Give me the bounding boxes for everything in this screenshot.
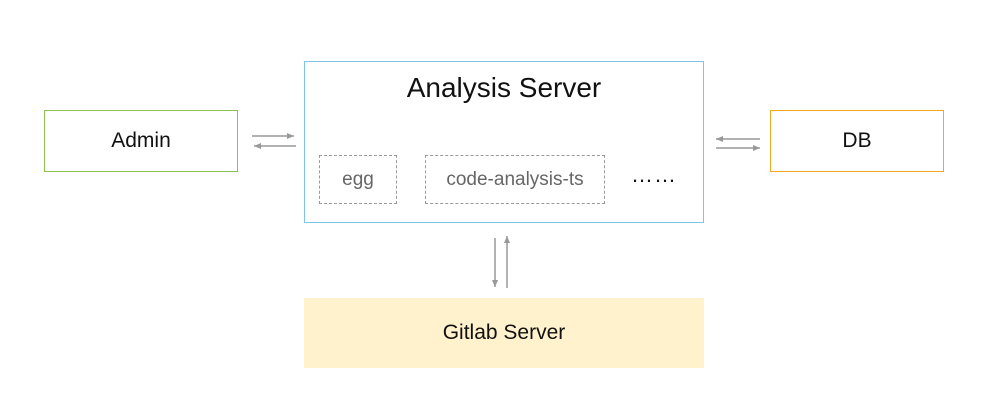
more-modules-ellipsis: …… [631,162,677,187]
module-egg-label: egg [342,168,374,190]
admin-node: Admin [44,110,238,172]
module-code-analysis-ts: code-analysis-ts [425,155,605,204]
db-node: DB [770,110,944,172]
admin-label: Admin [111,129,171,152]
db-label: DB [842,129,872,152]
module-egg: egg [319,155,397,204]
module-code-analysis-ts-label: code-analysis-ts [446,168,584,190]
analysis-server-title: Analysis Server [406,72,602,103]
analysis-server-node: Analysis Server egg code-analysis-ts …… [304,61,704,223]
gitlab-server-label: Gitlab Server [442,321,566,344]
gitlab-server-node: Gitlab Server [304,298,704,368]
